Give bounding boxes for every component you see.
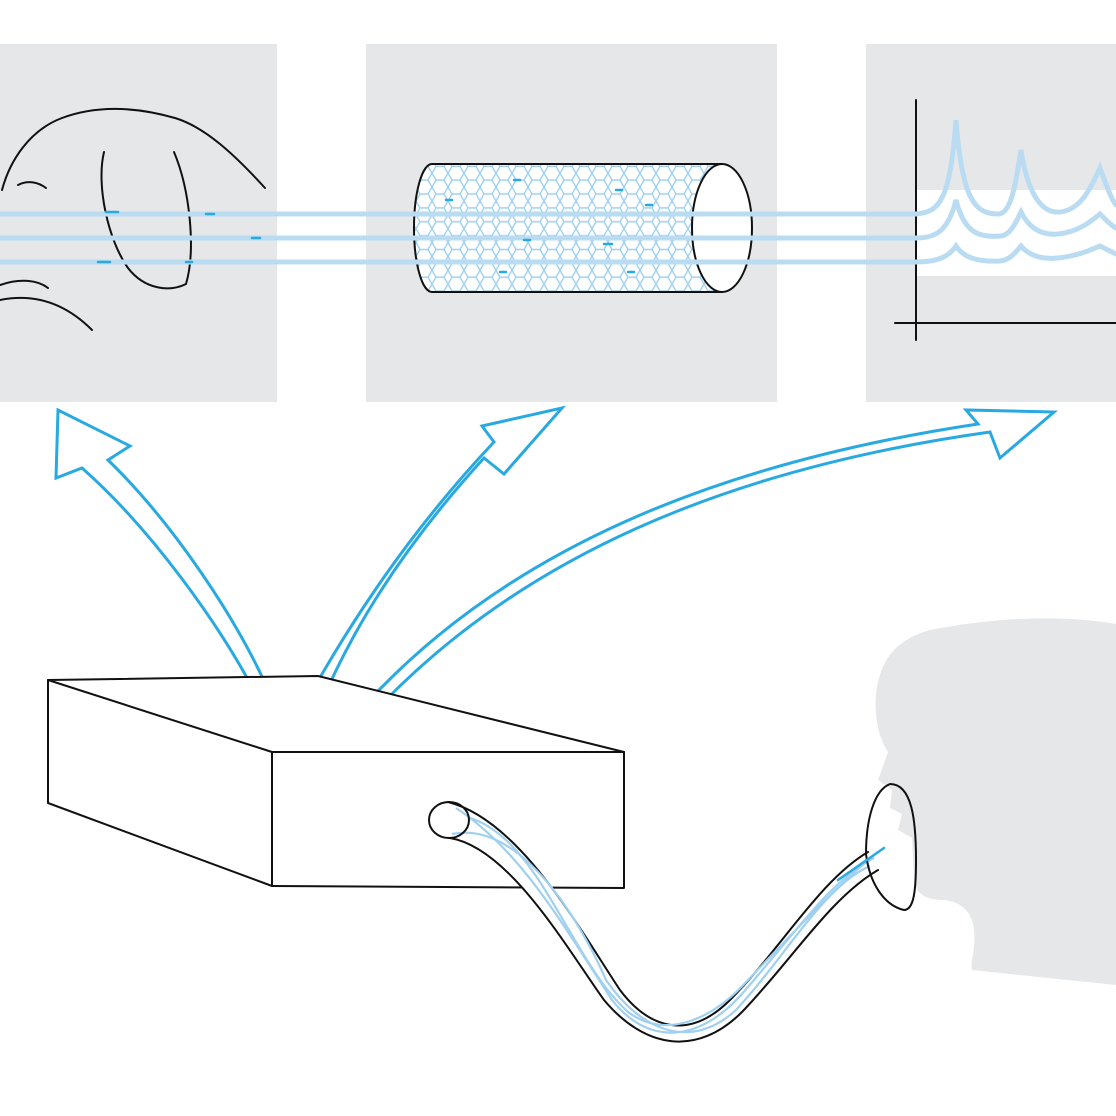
person-silhouette-icon [875, 618, 1116, 985]
panel-spectrum [866, 44, 1116, 402]
panel-animal-background [0, 44, 277, 402]
spectrum-band [916, 190, 1116, 276]
panel-nanotube [366, 44, 777, 402]
carbon-nanotube-icon [413, 163, 753, 293]
arrow-to-animal [54, 407, 278, 708]
box-front-face [271, 751, 625, 889]
arrows [54, 405, 1058, 708]
sensor-box-icon [47, 675, 625, 889]
breathing-tube [428, 783, 917, 1043]
spectrum-line-2 [913, 199, 1116, 241]
spectrum-chart-icon [894, 99, 1116, 341]
breathing-mask [865, 783, 917, 911]
beam-particles [96, 178, 654, 274]
dog-head-icon [0, 107, 266, 331]
arrow-to-spectrum [360, 408, 1058, 708]
arrow-to-nanotube [301, 405, 567, 708]
tube-opening [428, 801, 470, 839]
panel-animal [0, 44, 277, 402]
box-left-face [47, 679, 273, 887]
spectrum-line-1 [913, 119, 1116, 217]
spectrum-line-3 [913, 241, 1116, 265]
light-beams [0, 178, 916, 274]
